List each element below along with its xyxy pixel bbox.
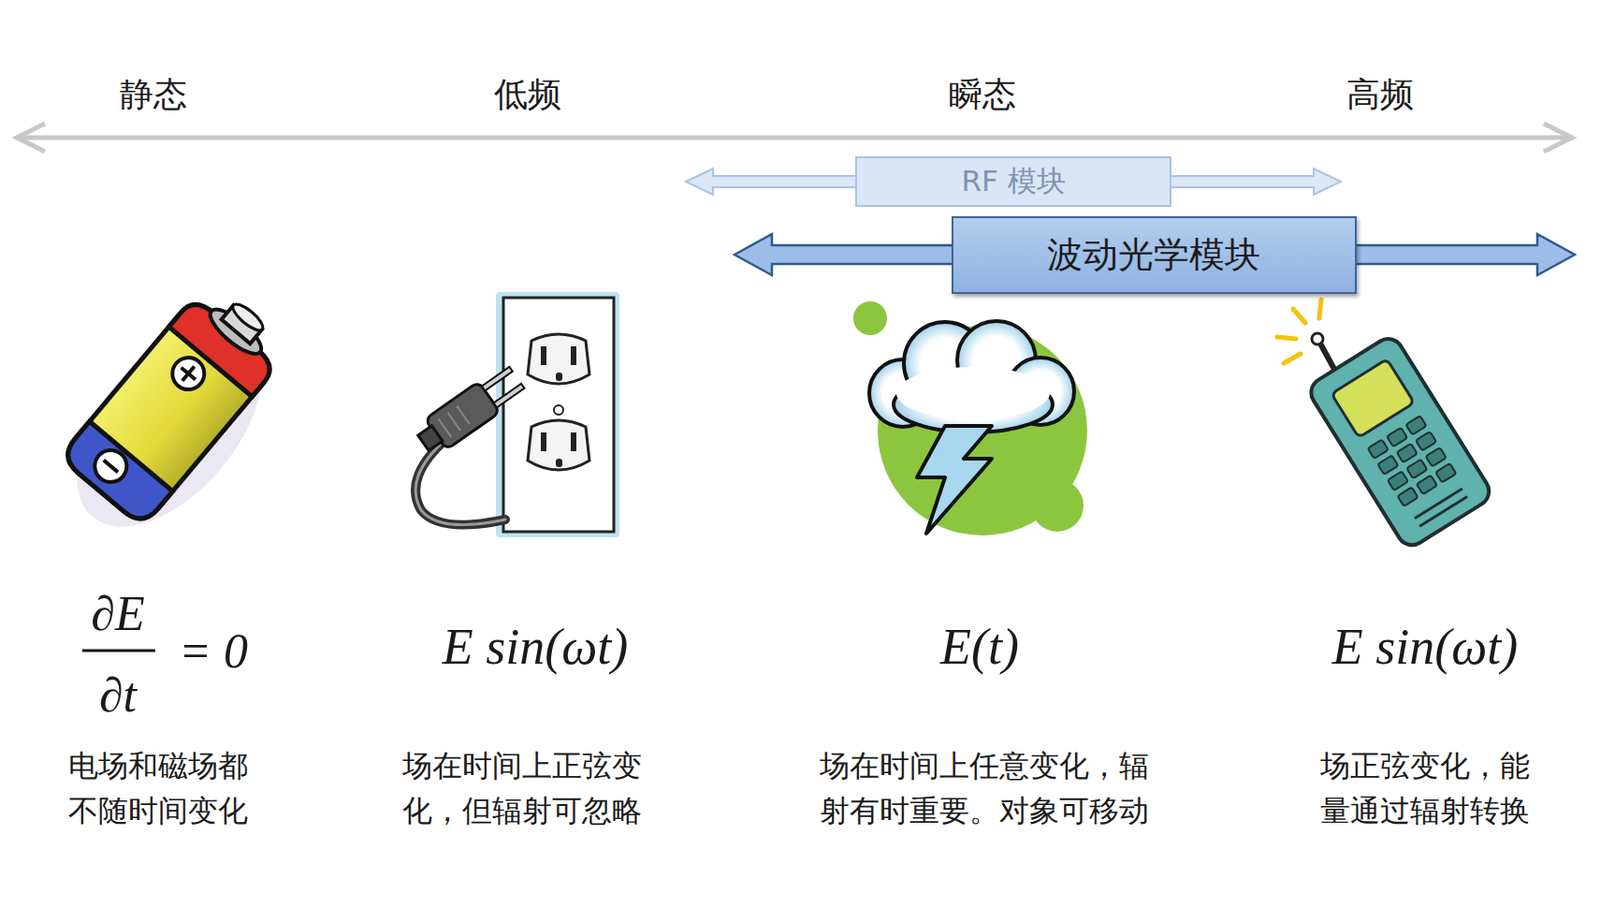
- formula: E sin(ωt): [1332, 615, 1519, 680]
- wall-outlet-icon: [412, 291, 620, 538]
- scale-label: 瞬态: [948, 72, 1017, 116]
- formula-denominator: ∂t: [99, 664, 137, 726]
- fraction-bar: [82, 649, 156, 653]
- mobile-phone-icon: [1277, 299, 1495, 551]
- formula-numerator: ∂E: [90, 582, 145, 644]
- description: 场在时间上任意变化，辐 射有时重要。对象可移动: [814, 742, 1156, 833]
- scale-label: 高频: [1346, 72, 1414, 116]
- box-label: RF 模块: [960, 161, 1065, 202]
- rf-module-box: RF 模块: [855, 156, 1172, 207]
- lightning-storm-icon: [853, 301, 1088, 536]
- spectrum-axis: [16, 123, 1572, 152]
- battery-icon: [41, 275, 311, 561]
- description: 场在时间上正弦变 化，但辐射可忽略: [396, 742, 649, 833]
- formula-equals: = 0: [178, 620, 248, 682]
- description: 场正弦变化，能 量通过辐射转换: [1314, 742, 1537, 833]
- formula: E(t): [940, 615, 1019, 680]
- box-label: 波动光学模块: [1047, 231, 1261, 279]
- formula: E sin(ωt): [442, 615, 629, 680]
- scale-label: 静态: [119, 72, 188, 116]
- description: 电场和磁场都 不随时间变化: [62, 742, 255, 833]
- scale-label: 低频: [494, 72, 562, 116]
- wave-optics-module-box: 波动光学模块: [951, 216, 1357, 294]
